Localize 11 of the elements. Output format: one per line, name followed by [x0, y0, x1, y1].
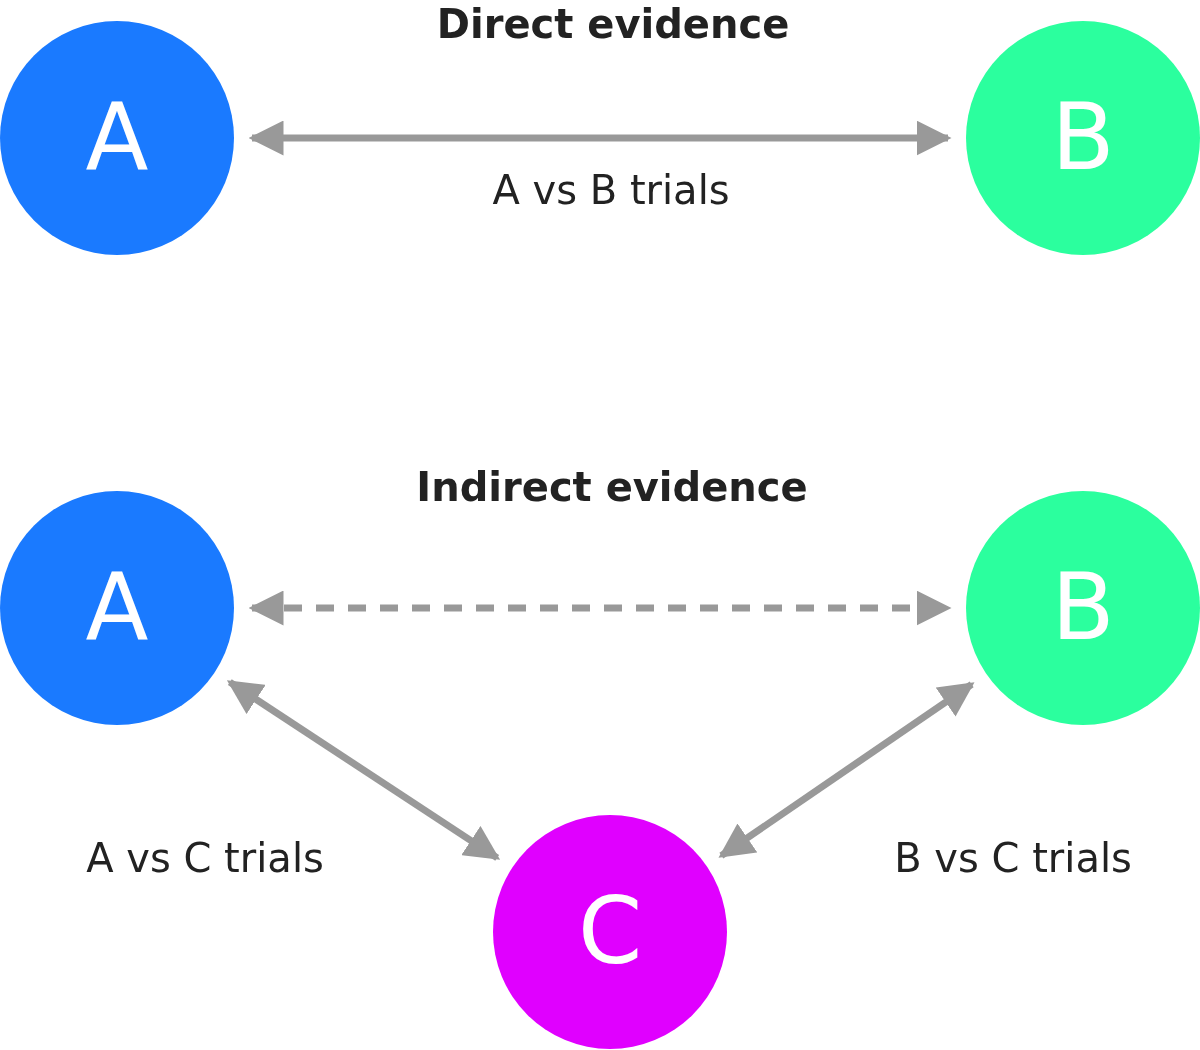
double-arrow — [226, 679, 501, 861]
node-letter: B — [1051, 562, 1115, 654]
node-letter: A — [85, 562, 149, 654]
node-letter: B — [1051, 92, 1115, 184]
node-letter: C — [577, 886, 643, 978]
double-arrow — [248, 590, 952, 626]
double-arrow — [718, 681, 975, 859]
double-arrow — [248, 120, 952, 156]
node-letter: A — [85, 92, 149, 184]
section-heading: Indirect evidence — [416, 465, 808, 509]
section-heading: Direct evidence — [436, 2, 790, 46]
